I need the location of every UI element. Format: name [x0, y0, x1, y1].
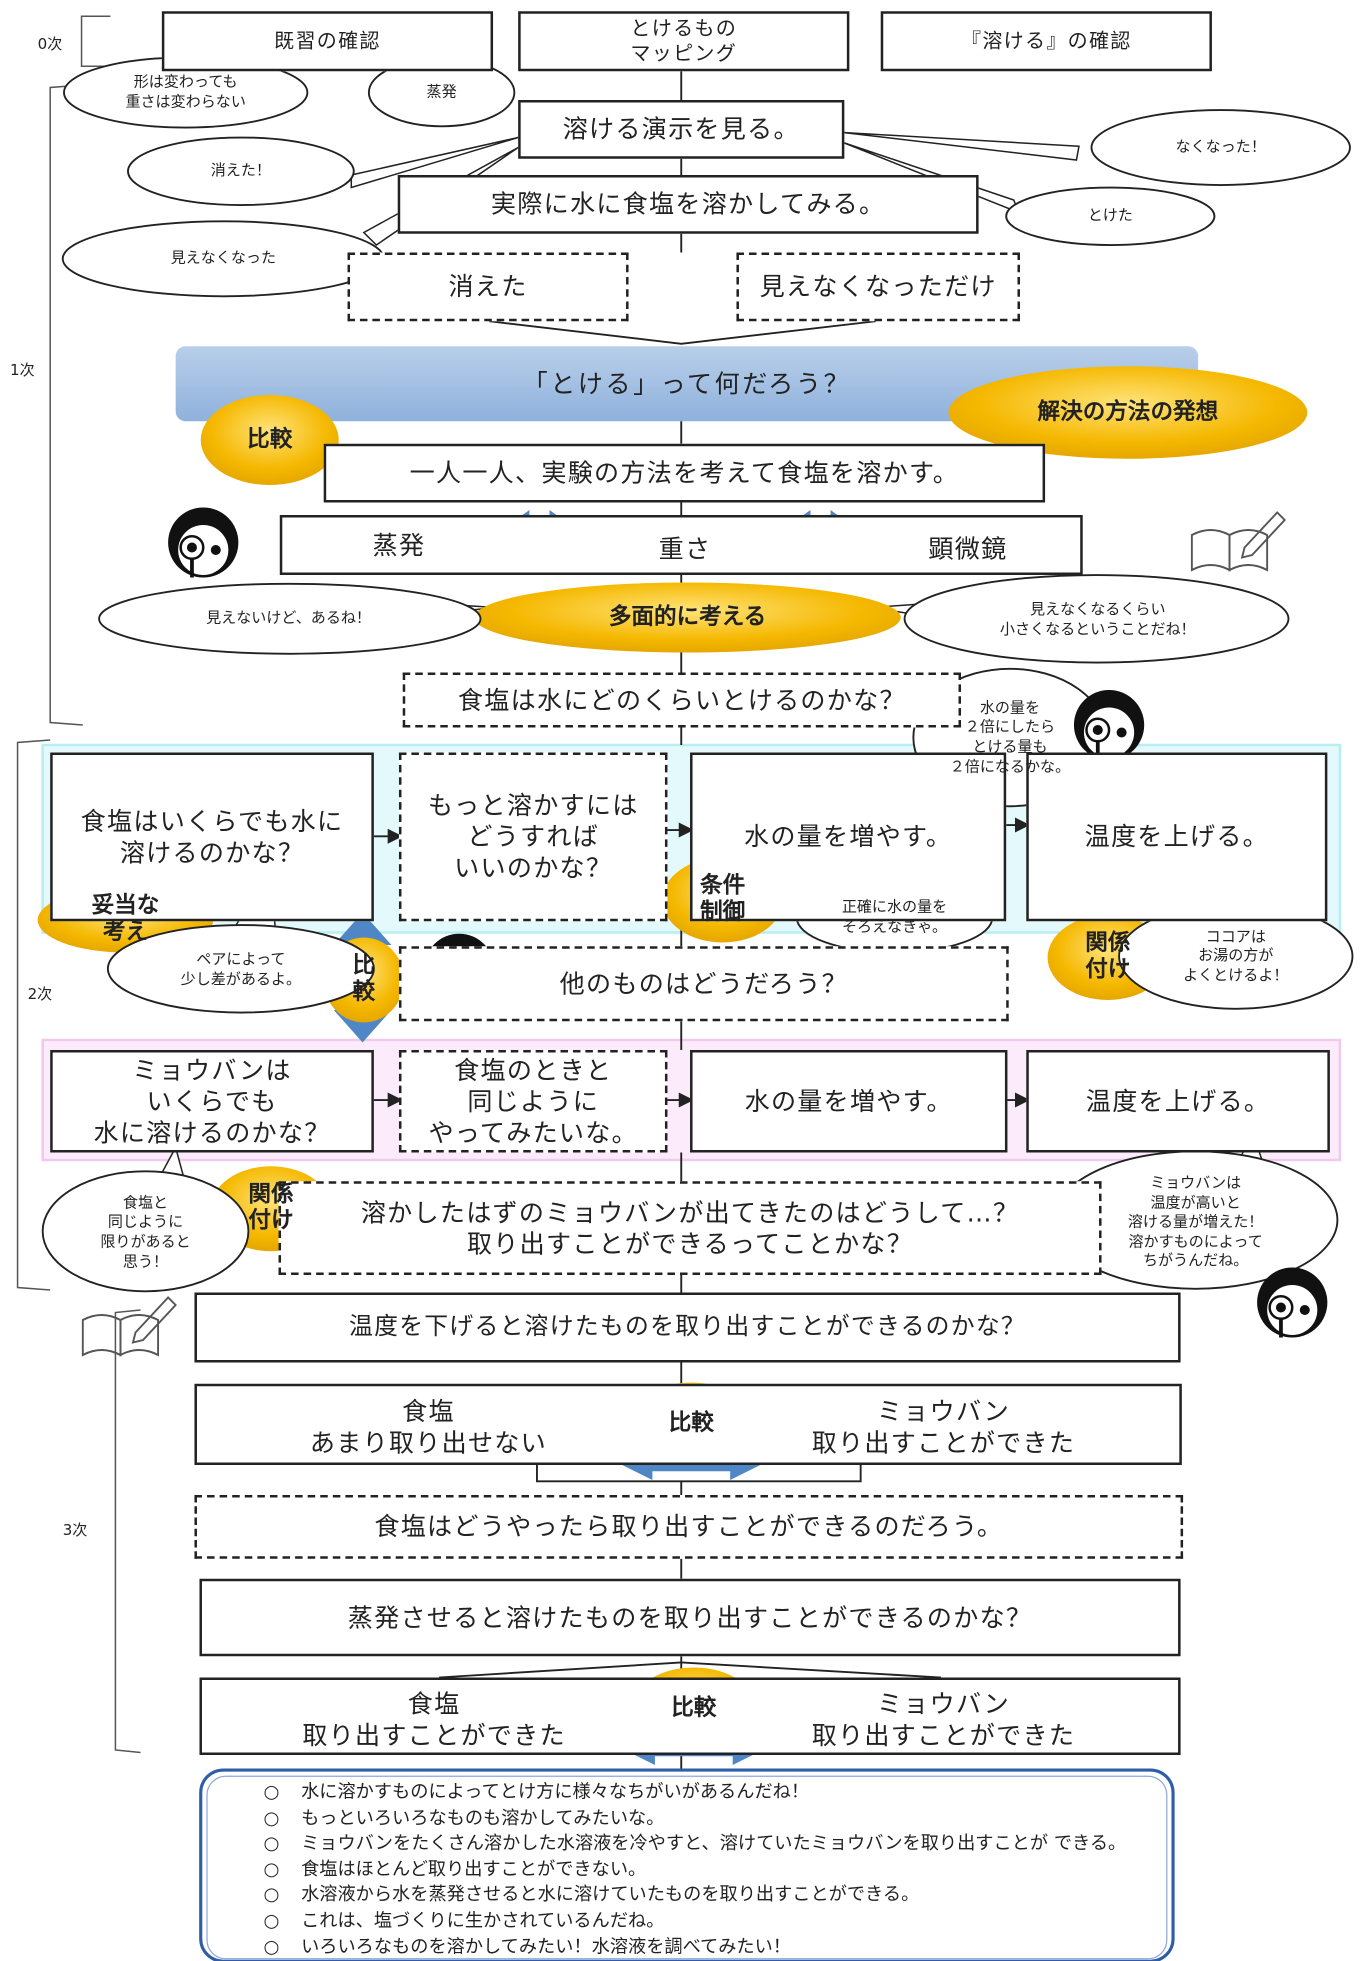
more-water-box-2: 水の量を増やす。: [690, 1050, 1008, 1153]
phase-0-label: 0次: [37, 35, 63, 53]
alum-out-box: 溶かしたはずのミョウバンが出てきたのはどうして…？ 取り出すことができるってこと…: [278, 1181, 1102, 1275]
each-method-box: 一人一人、実験の方法を考えて食塩を溶かす。: [323, 443, 1046, 503]
method-microscope: 顕微鏡: [928, 533, 1008, 564]
label-compare: 比較: [247, 425, 293, 453]
phase-1-label: 1次: [10, 361, 35, 379]
notebook-pencil-icon: [81, 1296, 177, 1357]
label-condition-control: 条件 制御: [700, 872, 746, 925]
label-compare-2: 比較: [668, 1409, 714, 1436]
alum-ok-text: ミョウバン 取り出すことができた: [811, 1396, 1076, 1458]
bubble-double-water: 水の量を ２倍にしたら とける量も ２倍になるかな。: [949, 698, 1071, 775]
salt-ok-text: 食塩 取り出すことができた: [302, 1688, 566, 1750]
bubble-limit-like-salt: 食塩と 同じように 限りがあると 思う！: [100, 1193, 191, 1270]
notebook-pencil-icon: [1190, 511, 1287, 572]
mapping-box: とけるもの マッピング: [518, 11, 850, 72]
salt-unlimited-box: 食塩はいくらでも水に 溶けるのかな？: [50, 752, 374, 922]
compare-box-2: 食塩 取り出すことができた ミョウバン 取り出すことができた: [199, 1677, 1181, 1755]
question-band: 「とける」って何だろう？: [522, 368, 852, 399]
bubble-invisible-but-there: 見えないけど、あるね！: [206, 609, 371, 627]
evap-q-box: 蒸発させると溶けたものを取り出すことができるのかな？: [199, 1578, 1181, 1657]
bubble-small-invisible: 見えなくなるくらい 小さくなるということだね！: [999, 600, 1196, 638]
raise-temp-box-2: 温度を上げる。: [1026, 1050, 1330, 1153]
lower-temp-box: 温度を下げると溶けたものを取り出すことができるのかな？: [194, 1292, 1181, 1363]
raise-temp-box: 温度を上げる。: [1026, 752, 1328, 922]
bubble-cocoa: ココアは お湯の方が よくとけるよ！: [1183, 927, 1289, 984]
character-head-icon: [168, 507, 239, 578]
dissolve-more-box: もっと溶かすには どうすれば いいのかな？: [398, 752, 668, 922]
summary-list: ○水に溶かすものによってとけ方に様々なちがいがあるんだね！ ○もっといろいろなも…: [263, 1780, 1126, 1960]
phase-2-label: 2次: [27, 985, 53, 1003]
alum-ok-text-2: ミョウバン 取り出すことができた: [811, 1688, 1076, 1750]
bubble-alum-temp: ミョウバンは 温度が高いと 溶ける量が増えた！ 溶かすものによって ちがうんだね…: [1127, 1173, 1264, 1270]
character-head-icon: [1257, 1267, 1328, 1338]
phase-3-label: 3次: [62, 1521, 88, 1539]
method-weight: 重さ: [658, 533, 712, 564]
summary-item: ○ミョウバンをたくさん溶かした水溶液を冷やすと、溶けていたミョウバンを取り出すこ…: [263, 1833, 1127, 1854]
salt-hard-text: 食塩 あまり取り出せない: [309, 1396, 548, 1458]
bubble-vanished: 消えた！: [210, 161, 271, 180]
bubble-became-invisible: 見えなくなった: [170, 249, 277, 267]
label-multi-view: 多面的に考える: [608, 603, 767, 630]
dissolve-salt-box: 実際に水に食塩を溶かしてみる。: [397, 175, 979, 234]
bubble-shape-weight: 形は変わっても 重さは変わらない: [125, 73, 246, 110]
review-box: 既習の確認: [161, 11, 494, 72]
vanished-box: 消えた: [347, 252, 629, 322]
other-things-box: 他のものはどうだろう？: [398, 946, 1009, 1022]
salt-how-box: 食塩はどうやったら取り出すことができるのだろう。: [194, 1495, 1184, 1559]
bubble-disappeared: なくなった！: [1175, 137, 1266, 156]
method-evaporation: 蒸発: [372, 530, 426, 560]
alum-unlimited-box: ミョウバンは いくらでも 水に溶けるのかな？: [50, 1050, 374, 1153]
label-relate-2: 関係 付け: [248, 1181, 294, 1234]
bubble-pair-difference: ペアによって 少し差があるよ。: [180, 950, 302, 988]
summary-item: ○もっといろいろなものも溶かしてみたいな。: [263, 1808, 665, 1829]
label-compare-vertical: 比 較: [352, 952, 376, 1005]
demo-box: 溶ける演示を見る。: [518, 100, 845, 159]
label-relate: 関係 付け: [1085, 930, 1131, 983]
summary-item: ○食塩はほとんど取り出すことができない。: [263, 1859, 647, 1880]
summary-item: ○水に溶かすものによってとけ方に様々なちがいがあるんだね！: [263, 1782, 810, 1803]
label-valid-idea: 妥当な 考え: [91, 892, 160, 945]
just-invisible-box: 見えなくなっただけ: [736, 252, 1020, 322]
same-as-salt-box: 食塩のときと 同じように やってみたいな。: [398, 1050, 668, 1153]
methods-box: 蒸発 重さ 顕微鏡: [279, 515, 1083, 575]
bubble-melted: とけた: [1087, 206, 1133, 225]
summary-item: ○水溶液から水を蒸発させると水に溶けていたものを取り出すことができる。: [263, 1885, 920, 1906]
bubble-evaporation: 蒸発: [426, 82, 457, 101]
compare-box-1: 食塩 あまり取り出せない ミョウバン 取り出すことができた: [194, 1383, 1182, 1465]
how-much-box: 食塩は水にどのくらいとけるのかな？: [402, 672, 962, 728]
confirm-box: 『溶ける』の確認: [880, 11, 1212, 72]
bubble-measure-water: 正確に水の量を そろえなきゃ。: [841, 898, 948, 935]
summary-item: ○いろいろなものを溶かしてみたい！水溶液を調べてみたい！: [263, 1936, 792, 1957]
summary-item: ○これは、塩づくりに生かされているんだね。: [263, 1911, 665, 1932]
label-solution-idea: 解決の方法の発想: [1037, 398, 1219, 425]
more-water-box: 水の量を増やす。: [690, 752, 1007, 922]
label-compare-3: 比較: [671, 1694, 717, 1721]
